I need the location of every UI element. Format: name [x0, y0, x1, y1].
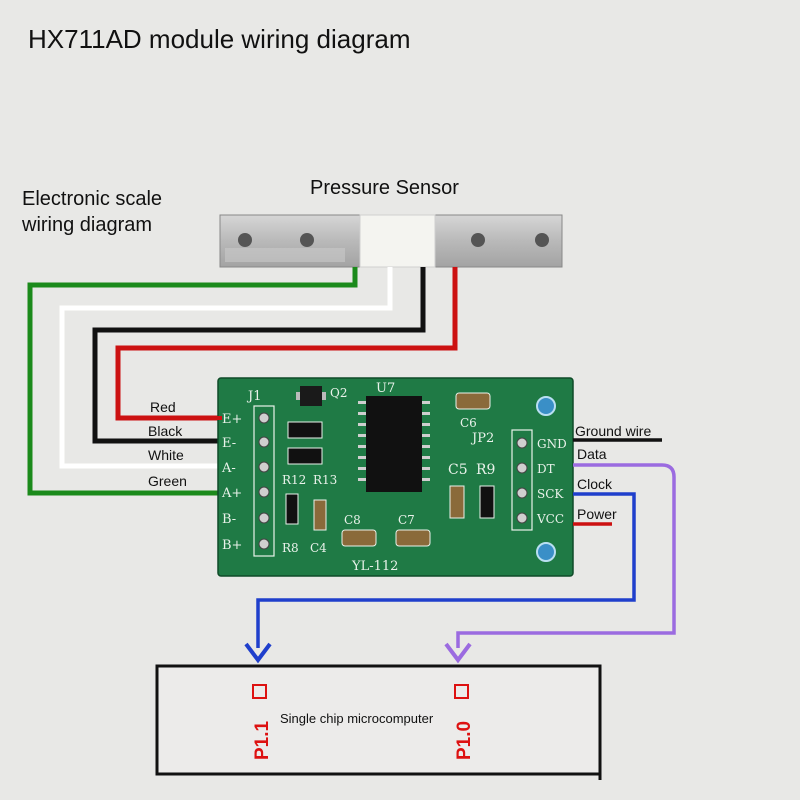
clock-arrow-icon — [244, 642, 272, 664]
pin-label-e-minus: E- — [222, 436, 236, 451]
wire-label-green: Green — [148, 473, 187, 489]
pin-label-gnd: GND — [537, 437, 567, 451]
pin-p1-1-square-icon — [252, 684, 267, 699]
capacitor-c7 — [395, 529, 431, 547]
board-hole-icon — [536, 396, 556, 416]
wire-label-white: White — [148, 447, 184, 463]
c5-label: C5 — [448, 462, 468, 478]
r12-label: R12 — [282, 473, 306, 487]
header-jp2-label: JP2 — [470, 431, 494, 446]
c4-label: C4 — [310, 541, 327, 555]
pin-label-a-plus: A+ — [221, 486, 242, 501]
pin-label-b-plus: B+ — [222, 538, 242, 553]
mount-hole-icon — [238, 233, 252, 247]
hx711-board: J1 E+ E- A- A+ B- B+ Q2 U7 — [217, 377, 574, 577]
c6-label: C6 — [460, 416, 477, 430]
load-cell — [219, 214, 563, 268]
header-j1-label: J1 — [246, 389, 261, 404]
r13-label: R13 — [313, 473, 337, 487]
resistor-r13 — [313, 499, 327, 531]
electronic-scale-caption: Electronic scale — [22, 188, 162, 210]
resistor-r12 — [285, 493, 299, 525]
pin-label-b-minus: B- — [222, 512, 236, 527]
c8-label: C8 — [344, 513, 361, 527]
clock-wire — [256, 492, 636, 648]
board-hole-icon — [536, 542, 556, 562]
pin-p1-1-label: P1.1 — [252, 720, 273, 760]
pin-label-dt: DT — [537, 462, 555, 476]
r8-label: R8 — [282, 541, 299, 555]
mount-hole-icon — [535, 233, 549, 247]
mcu-label: Single chip microcomputer — [280, 711, 434, 726]
pin-label-e-plus: E+ — [222, 412, 242, 427]
wire-label-ground: Ground wire — [575, 423, 651, 439]
sensor-wires — [27, 267, 458, 496]
pin-label-vcc: VCC — [536, 512, 564, 526]
resistor-r9 — [479, 485, 495, 519]
r9-label: R9 — [476, 462, 495, 478]
data-arrow-icon — [444, 642, 472, 664]
data-wire — [456, 463, 676, 648]
right-pin-headers — [516, 437, 528, 524]
wire-label-black: Black — [148, 423, 183, 439]
pin-p1-0-square-icon — [454, 684, 469, 699]
c7-label: C7 — [398, 513, 415, 527]
wire-label-clock: Clock — [577, 476, 613, 492]
white-wire — [59, 267, 393, 469]
transistor-q2 — [300, 386, 322, 406]
capacitor-c8 — [341, 529, 377, 547]
pin-p1-0-label: P1.0 — [454, 721, 475, 760]
q2-label: Q2 — [330, 386, 347, 400]
wire-label-red: Red — [150, 399, 176, 415]
mcu-box — [155, 664, 602, 776]
mcu-wires — [256, 438, 676, 648]
wiring-diagram-caption: wiring diagram — [21, 214, 152, 236]
green-wire — [27, 267, 358, 496]
diagram-title: HX711AD module wiring diagram — [28, 24, 410, 54]
pin-label-sck: SCK — [537, 487, 564, 501]
mount-hole-icon — [471, 233, 485, 247]
mount-hole-icon — [300, 233, 314, 247]
pressure-sensor-label: Pressure Sensor — [310, 177, 459, 199]
black-wire — [92, 267, 426, 444]
pin-label-a-minus: A- — [221, 461, 236, 476]
wire-label-data: Data — [577, 446, 607, 462]
smd-part — [287, 421, 323, 439]
smd-part — [287, 447, 323, 465]
board-name: YL-112 — [351, 559, 398, 574]
red-wire — [115, 267, 458, 421]
capacitor-c6 — [455, 392, 491, 410]
left-pin-headers — [258, 412, 270, 550]
u7-label: U7 — [376, 381, 395, 396]
wire-label-power: Power — [577, 506, 617, 522]
capacitor-c5 — [449, 485, 465, 519]
hx711-chip — [366, 396, 422, 492]
